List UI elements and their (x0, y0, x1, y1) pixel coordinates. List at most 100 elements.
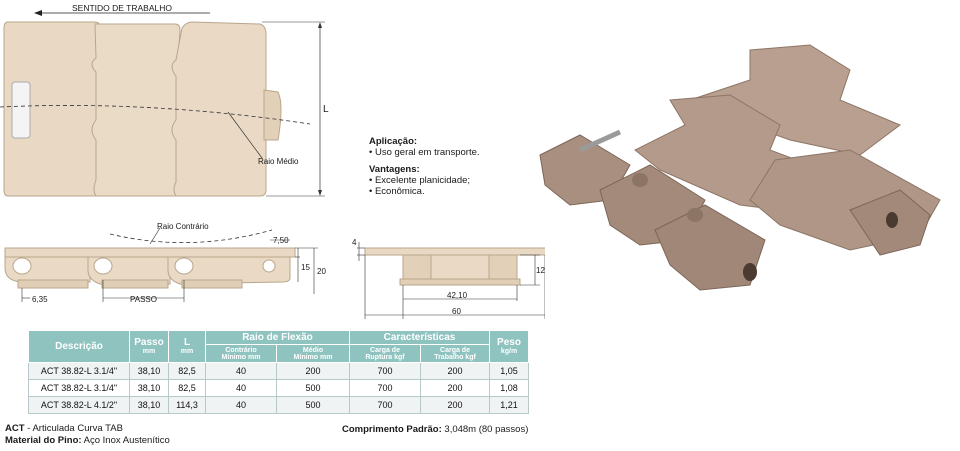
cell-l: 82,5 (168, 379, 206, 397)
cell-mean-radius: 500 (276, 379, 350, 397)
pin-material-value: Aço Inox Austenítico (81, 435, 170, 446)
dim-L-arrow-bottom (318, 190, 322, 196)
header-breaking-load-unit: Ruptura kgf (365, 353, 405, 361)
cell-description: ACT 38.82-L 3.1/4" (28, 379, 130, 397)
act-description: - Articulada Curva TAB (24, 423, 123, 434)
header-mean-radius-label: Médio (302, 346, 324, 354)
table-row: ACT 38.82-L 4.1/2" 38,10 114,3 40 500 70… (28, 396, 529, 414)
cell-working-load: 200 (420, 379, 490, 397)
footer-standard-length: Comprimento Padrão: 3,048m (80 passos) (342, 424, 528, 435)
header-mean-radius-unit: Mínimo mm (293, 353, 333, 361)
header-characteristics-label: Características (383, 331, 456, 343)
dim-15-label: 15 (301, 263, 310, 272)
direction-arrowhead (34, 10, 42, 16)
header-description: Descrição (28, 330, 130, 363)
side-link-3 (167, 256, 291, 285)
end-top-plate (364, 247, 545, 256)
end-lug-right (488, 254, 518, 280)
direction-label: SENTIDO DE TRABALHO (72, 3, 172, 13)
table-row: ACT 38.82-L 3.1/4" 38,10 82,5 40 500 700… (28, 379, 529, 397)
footer-pin-material: Material do Pino: Aço Inox Austenítico (5, 435, 170, 446)
pin-material-label: Material do Pino: (5, 435, 82, 446)
dim-750-label: 7,50 (273, 236, 289, 245)
photo-pin-1 (578, 129, 622, 153)
header-pitch-label: Passo (134, 337, 164, 348)
header-working-load-label: Carga de (440, 346, 470, 354)
cell-breaking-load: 700 (349, 396, 421, 414)
cell-mean-radius: 500 (276, 396, 350, 414)
cell-weight: 1,21 (489, 396, 529, 414)
top-view-drawing (0, 10, 325, 197)
cell-weight: 1,08 (489, 379, 529, 397)
side-top-plate (4, 247, 296, 258)
cell-breaking-load: 700 (349, 379, 421, 397)
dim-4210-label: 42,10 (447, 291, 468, 300)
chain-tab (263, 89, 282, 141)
dim-635-label: 6,35 (32, 295, 48, 304)
cell-reverse-radius: 40 (205, 362, 277, 380)
cell-l: 82,5 (168, 362, 206, 380)
act-code: ACT (5, 423, 25, 434)
header-weight-unit: kg/m (500, 348, 518, 355)
photo-hole-1 (743, 263, 757, 281)
cell-breaking-load: 700 (349, 362, 421, 380)
mean-radius-label: Raio Médio (258, 157, 299, 166)
header-bend-radius: Raio de Flexão (205, 330, 350, 345)
cell-pitch: 38,10 (129, 362, 169, 380)
cell-description: ACT 38.82-L 4.1/2" (28, 396, 130, 414)
photo-hole-4 (632, 173, 648, 187)
header-breaking-load-label: Carga de (370, 346, 400, 354)
photo-link-3 (654, 204, 766, 291)
cell-pitch: 38,10 (129, 396, 169, 414)
cell-description: ACT 38.82-L 3.1/4" (28, 362, 130, 380)
end-lug-left (402, 254, 432, 280)
pin-hole-2 (93, 257, 113, 275)
chain-link-plate-2 (91, 23, 181, 197)
side-view-drawing (4, 227, 318, 302)
end-view-drawing (357, 242, 545, 319)
dim-12-label: 12 (536, 266, 545, 275)
pitch-label: PASSO (130, 295, 157, 304)
pin (11, 81, 31, 139)
reverse-radius-curve (109, 229, 273, 243)
cell-working-load: 200 (420, 362, 490, 380)
standard-length-label: Comprimento Padrão: (342, 424, 442, 435)
dim-4-label: 4 (352, 238, 357, 247)
header-l-unit: mm (180, 348, 194, 355)
cell-reverse-radius: 40 (205, 379, 277, 397)
cell-l: 114,3 (168, 396, 206, 414)
mean-radius-curve (0, 105, 311, 125)
mean-radius-leader (227, 111, 263, 159)
cell-mean-radius: 200 (276, 362, 350, 380)
side-bottom-plate-1 (17, 279, 89, 289)
photo-hole-3 (687, 208, 703, 222)
dim-L-arrow-top (318, 22, 322, 28)
dimension-L-label: L (323, 104, 329, 115)
application-block: Aplicação: • Uso geral em transporte. Va… (369, 136, 480, 197)
end-body (429, 254, 491, 280)
pin-hole-4 (262, 259, 276, 273)
header-working-load-unit: Trabalho kgf (434, 353, 476, 361)
footer-act: ACT - Articulada Curva TAB (5, 423, 123, 434)
header-bend-radius-label: Raio de Flexão (242, 331, 313, 343)
header-characteristics: Características (349, 330, 490, 345)
header-reverse-radius-unit: Mínimo mm (221, 353, 261, 361)
header-weight-label: Peso (497, 337, 521, 348)
pin-hole-1 (12, 257, 32, 275)
cell-working-load: 200 (420, 396, 490, 414)
photo-hole-2 (886, 212, 898, 228)
table-row: ACT 38.82-L 3.1/4" 38,10 82,5 40 200 700… (28, 362, 529, 380)
end-bottom-plate (399, 278, 521, 286)
header-description-label: Descrição (55, 340, 103, 352)
reverse-radius-leader (149, 227, 161, 245)
header-l-label: L (183, 337, 191, 348)
pin-hole-3 (174, 257, 194, 275)
header-pitch-unit: mm (142, 348, 156, 355)
